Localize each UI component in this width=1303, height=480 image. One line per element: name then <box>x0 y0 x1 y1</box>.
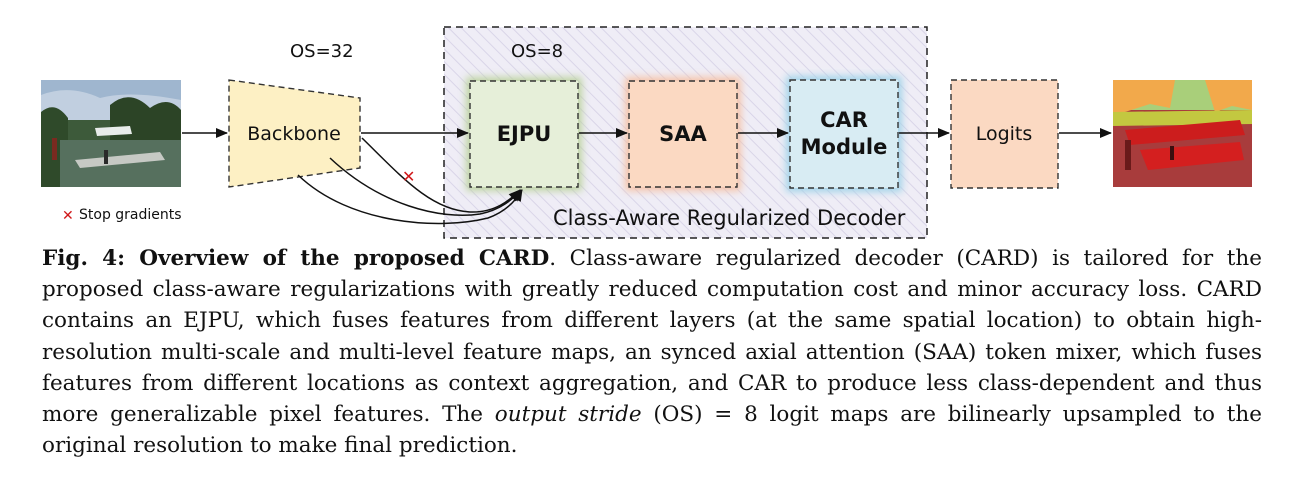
os8-label: OS=8 <box>511 41 563 62</box>
figure-caption: Fig. 4: Overview of the proposed CARD. C… <box>42 246 1262 459</box>
ejpu-block: EJPU <box>466 77 582 191</box>
logits-label: Logits <box>976 123 1033 145</box>
skip-arrow-3 <box>297 174 523 225</box>
input-image <box>41 80 181 187</box>
skip-arrow-2 <box>329 157 522 217</box>
stop-gradients-label: Stop gradients <box>79 207 182 223</box>
caption-emph: output stride <box>494 402 642 428</box>
backbone-block: Backbone <box>228 79 361 188</box>
saa-block: SAA <box>625 77 741 191</box>
caption-title: Overview of the proposed CARD <box>139 246 550 271</box>
stop-gradients-legend: ✕ Stop gradients <box>62 207 182 224</box>
decoder-label: Class-Aware Regularized Decoder <box>553 206 906 230</box>
skip-connections <box>297 137 523 225</box>
card-architecture-diagram: Class-Aware Regularized Decoder OS=32 OS… <box>41 26 1252 239</box>
skip-arrow-1 <box>361 137 521 213</box>
stop-gradient-mark: ✕ <box>402 167 415 186</box>
stop-gradient-legend-icon: ✕ <box>62 208 74 224</box>
car-label-line1: CAR <box>820 108 868 132</box>
caption-part2: (OS) = 8 logit maps are bilinearly upsam… <box>42 402 1262 459</box>
ejpu-label: EJPU <box>497 122 552 146</box>
saa-label: SAA <box>659 122 707 146</box>
logits-block: Logits <box>950 79 1059 189</box>
backbone-label: Backbone <box>247 123 341 145</box>
caption-fig-label: Fig. 4 <box>42 246 118 271</box>
caption-part1: . Class-aware regularized decoder (CARD)… <box>42 246 1262 428</box>
output-segmentation <box>1113 80 1252 187</box>
os32-label: OS=32 <box>290 41 354 62</box>
car-module-block: CAR Module <box>786 76 902 192</box>
car-label-line2: Module <box>801 135 888 159</box>
